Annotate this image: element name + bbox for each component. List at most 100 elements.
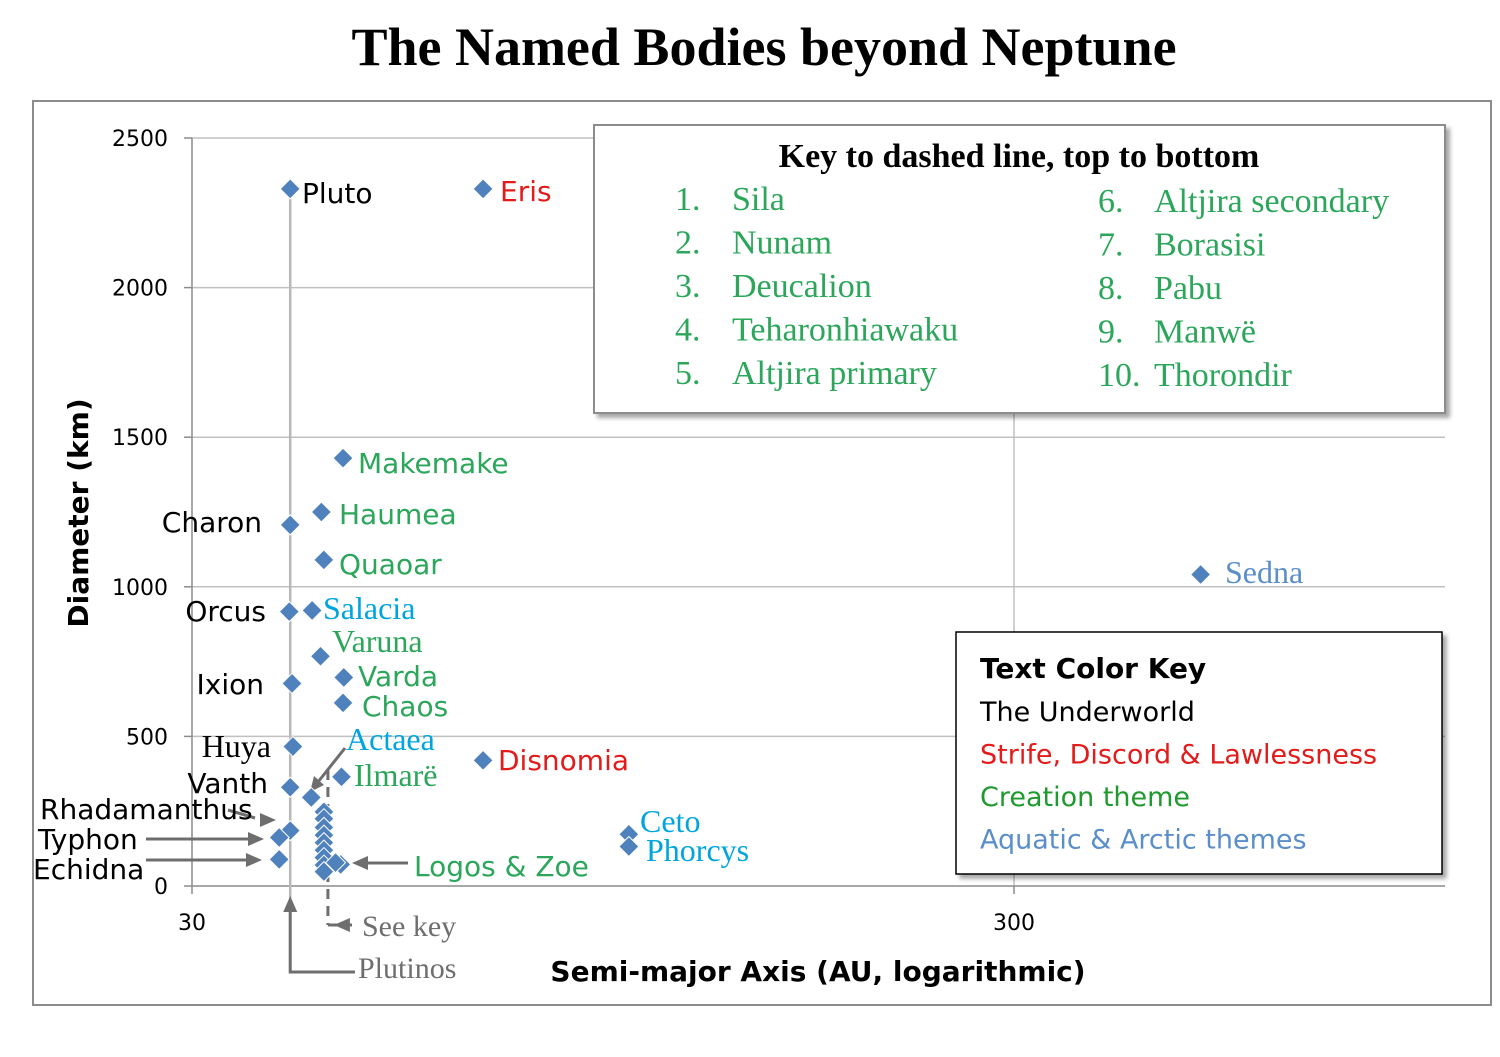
marker-huya: [282, 735, 304, 758]
color-key-title: Text Color Key: [980, 652, 1206, 685]
label-sedna: Sedna: [1225, 554, 1303, 590]
color-key-item: Aquatic & Arctic themes: [980, 825, 1307, 856]
label-ixion: Ixion: [197, 668, 264, 701]
label-varda: Varda: [358, 660, 438, 693]
marker-varuna: [309, 645, 332, 667]
x-tick-label: 300: [993, 911, 1035, 936]
dashed-key-name: Borasisi: [1154, 227, 1265, 264]
marker-10: [324, 851, 347, 874]
plutinos-arrow: [288, 912, 355, 974]
marker-ilmar-: [330, 766, 353, 788]
dashed-key-name: Nunam: [732, 225, 832, 262]
y-axis-label: Diameter (km): [62, 398, 95, 627]
chart-title: The Named Bodies beyond Neptune: [351, 17, 1176, 77]
label-rhadamanthus: Rhadamanthus: [40, 793, 253, 826]
marker-phorcys: [618, 835, 640, 858]
marker-disnomia: [472, 749, 494, 772]
dashed-key-num: 10.: [1098, 357, 1141, 394]
dashed-key-num: 4.: [675, 312, 701, 349]
label-haumea: Haumea: [339, 498, 457, 531]
y-tick-label: 1000: [112, 576, 168, 601]
arrow-head: [246, 853, 262, 867]
dashed-key-name: Altjira primary: [732, 355, 937, 392]
label-vanth: Vanth: [187, 767, 268, 800]
dashed-key-num: 1.: [675, 181, 701, 218]
color-key-item: Creation theme: [980, 782, 1190, 813]
label-salacia: Salacia: [323, 590, 415, 626]
dashed-key-num: 5.: [675, 355, 701, 392]
marker-sedna: [1189, 563, 1212, 586]
dashed-key-name: Manwë: [1154, 314, 1256, 351]
marker-varda: [333, 666, 355, 689]
label-ceto: Ceto: [640, 803, 700, 839]
dashed-key-num: 3.: [675, 268, 701, 305]
marker-orcus: [278, 600, 301, 623]
label-logos-zoe: Logos & Zoe: [414, 850, 589, 883]
marker-haumea: [310, 501, 333, 523]
label-makemake: Makemake: [358, 447, 509, 480]
marker-vanth: [279, 776, 301, 798]
dashed-line-key: Key to dashed line, top to bottom 1. Sila…: [593, 124, 1446, 414]
label-orcus: Orcus: [185, 595, 266, 628]
label-varuna: Varuna: [332, 623, 423, 659]
marker-salacia: [301, 599, 323, 622]
marker-chaos: [332, 692, 354, 714]
label-eris: Eris: [500, 175, 552, 208]
x-tick-label: 30: [178, 911, 206, 936]
y-tick-label: 0: [154, 875, 168, 900]
label-disnomia: Disnomia: [498, 744, 629, 777]
marker-pluto: [279, 178, 301, 200]
marker-actaea: [300, 786, 322, 809]
arrow-head: [248, 832, 264, 846]
label-chaos: Chaos: [362, 690, 448, 723]
dashed-key-title: Key to dashed line, top to bottom: [779, 138, 1260, 175]
marker-typhon: [268, 826, 290, 849]
dashed-key-num: 9.: [1098, 314, 1124, 351]
marker-charon: [279, 514, 301, 536]
color-key-item: Strife, Discord & Lawlessness: [980, 740, 1377, 771]
label-ilmar-: Ilmarë: [354, 757, 438, 793]
rhadamanthus-arrow: [227, 808, 256, 820]
dashed-key-name: Altjira secondary: [1154, 183, 1389, 220]
label-actaea: Actaea: [346, 721, 435, 757]
dashed-key-name: Pabu: [1154, 270, 1222, 307]
label-quaoar: Quaoar: [339, 548, 442, 581]
marker-eris: [472, 178, 494, 200]
x-axis-label: Semi-major Axis (AU, logarithmic): [550, 955, 1085, 988]
marker-makemake: [332, 447, 354, 469]
marker-ixion: [281, 672, 303, 695]
label-huya: Huya: [202, 728, 271, 764]
label-phorcys: Phorcys: [646, 832, 749, 868]
y-tick-label: 2500: [112, 127, 168, 152]
dashed-key-name: Teharonhiawaku: [732, 312, 958, 349]
arrow-head: [310, 776, 324, 792]
plutinos-label: Plutinos: [358, 952, 456, 985]
arrow-head: [333, 918, 350, 932]
label-typhon: Typhon: [37, 823, 138, 856]
arrow-head: [260, 813, 276, 827]
marker-quaoar: [313, 549, 335, 571]
dashed-key-num: 8.: [1098, 270, 1124, 307]
label-echidna: Echidna: [33, 853, 144, 886]
color-key-item: The Underworld: [979, 697, 1195, 728]
actaea-arrow: [316, 747, 347, 783]
label-charon: Charon: [162, 506, 262, 539]
marker-echidna: [268, 848, 290, 871]
label-pluto: Pluto: [302, 177, 373, 210]
arrow-head: [283, 896, 298, 912]
dashed-key-num: 7.: [1098, 227, 1124, 264]
y-tick-label: 2000: [112, 277, 168, 302]
dashed-key-num: 2.: [675, 225, 701, 262]
y-tick-label: 1500: [112, 426, 168, 451]
arrow-head: [352, 856, 368, 870]
y-tick-label: 500: [126, 725, 168, 750]
axes: 0 500 1000 1500 2000 2500 30 300: [112, 127, 1445, 936]
dashed-key-name: Sila: [732, 181, 785, 218]
see-key-label: See key: [362, 910, 456, 943]
dashed-key-name: Thorondir: [1154, 357, 1293, 394]
dashed-key-name: Deucalion: [732, 268, 872, 305]
